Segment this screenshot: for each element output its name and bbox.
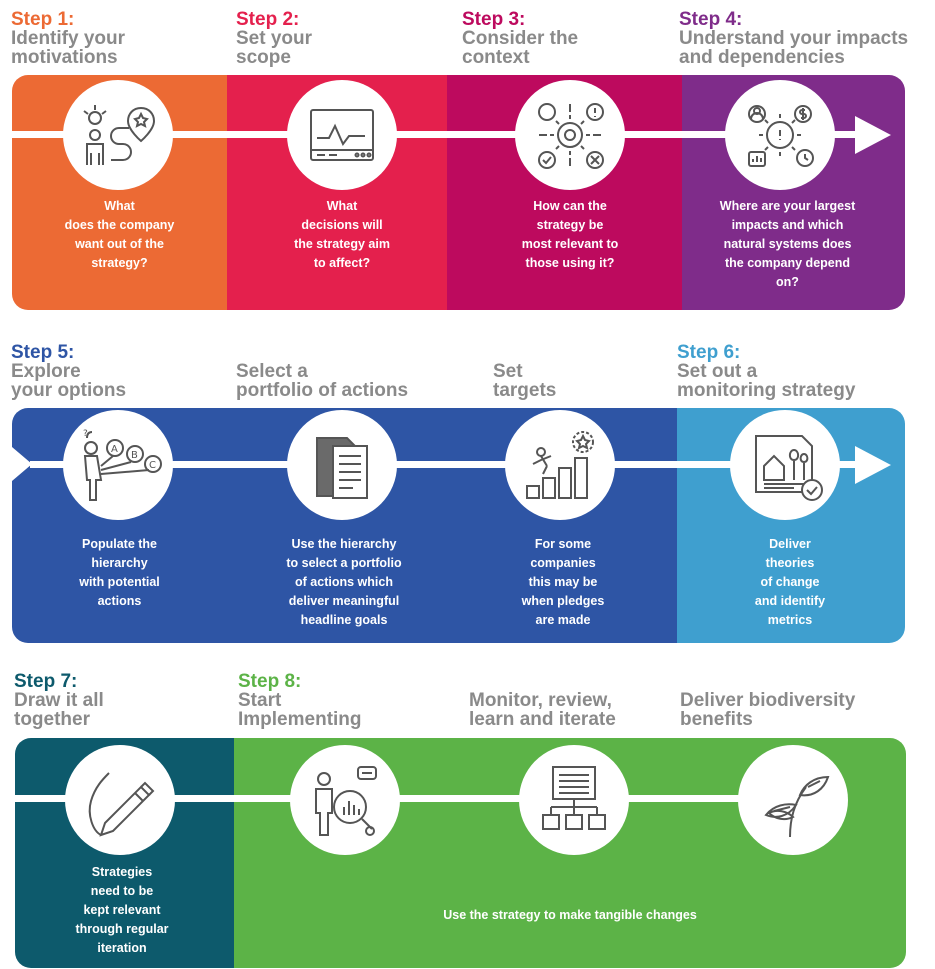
gear-dependencies-icon	[748, 105, 814, 167]
step-title: Understand your impacts and dependencies	[679, 28, 909, 68]
step-title: Identify your motivations	[11, 28, 126, 68]
step-8-description: Use the strategy to make tangible change…	[443, 908, 697, 922]
step-8-header: Step 8: Start Implementing	[238, 672, 362, 729]
step-2-description: What decisions will the strategy aim to …	[294, 199, 390, 270]
step-number: Step 3:	[462, 9, 526, 30]
arrow-head-icon	[855, 446, 891, 484]
step-5-description: Populate the hierarchy with potential ac…	[79, 537, 160, 608]
step-8-icon-circle	[290, 745, 400, 855]
set-targets-header: Set targets	[493, 362, 556, 400]
step-number: Step 6:	[677, 342, 741, 363]
step-3-header: Step 3: Consider the context	[462, 10, 578, 67]
select-portfolio-description: Use the hierarchy to select a portfolio …	[286, 537, 402, 627]
landscape-check-icon	[755, 435, 823, 501]
monitor-review-header: Monitor, review, learn and iterate	[469, 691, 616, 729]
step-number: Step 7:	[14, 671, 78, 692]
select-portfolio-icon-circle	[287, 410, 397, 520]
person-goal-path-icon	[83, 105, 156, 165]
step-title: Set your scope	[236, 28, 313, 68]
step-number: Step 5:	[11, 342, 75, 363]
timeline-line	[30, 461, 857, 468]
set-targets-description: For some companies this may be when pled…	[521, 537, 605, 627]
step-number: Step 2:	[236, 9, 300, 30]
step-title: Consider the context	[462, 28, 579, 68]
deliver-biodiversity-icon-circle	[738, 745, 848, 855]
step-3-description: How can the strategy be most relevant to…	[521, 199, 619, 270]
step-title: Set targets	[493, 361, 557, 401]
arrow-head-icon	[855, 116, 891, 154]
person-options-icon: ? A B C	[83, 429, 162, 501]
step-7-header: Step 7: Draw it all together	[14, 672, 104, 729]
step-5-header: Step 5: Explore your options	[11, 343, 126, 400]
step-1-description: What does the company want out of the st…	[64, 199, 175, 270]
svg-text:?: ?	[83, 429, 88, 439]
step-title: Monitor, review, learn and iterate	[469, 690, 616, 730]
plant-leaves-icon	[764, 775, 830, 838]
deliver-biodiversity-header: Deliver biodiversity benefits	[680, 691, 855, 729]
select-portfolio-header: Select a portfolio of actions	[236, 362, 408, 400]
step-1-icon-circle	[63, 80, 173, 190]
step-5-icon-circle: ? A B C	[63, 410, 173, 520]
document-folder-icon	[316, 437, 368, 499]
hierarchy-chart-icon	[542, 766, 606, 830]
monitor-review-icon-circle	[519, 745, 629, 855]
step-4-icon-circle	[725, 80, 835, 190]
step-title: Select a portfolio of actions	[236, 361, 409, 401]
step-7-description: Strategies need to be kept relevant thro…	[75, 865, 169, 955]
step-title: Set out a monitoring strategy	[677, 361, 856, 401]
timeline-line	[15, 795, 845, 802]
step-title: Start Implementing	[238, 690, 362, 730]
svg-text:B: B	[131, 450, 138, 461]
step-6-icon-circle	[730, 410, 840, 520]
step-6-description: Deliver theories of change and identify …	[754, 537, 826, 627]
step-title: Explore your options	[11, 361, 127, 401]
step-3-icon-circle	[515, 80, 625, 190]
svg-text:A: A	[111, 444, 118, 455]
gear-network-icon	[538, 103, 604, 169]
step-1-header: Step 1: Identify your motivations	[11, 10, 125, 67]
step-6-header: Step 6: Set out a monitoring strategy	[677, 343, 855, 400]
step-7-icon-circle	[65, 745, 175, 855]
step-title: Draw it all together	[14, 690, 104, 730]
pen-draw-icon	[88, 772, 155, 837]
step-4-description: Where are your largest impacts and which…	[719, 199, 856, 289]
set-targets-icon-circle	[505, 410, 615, 520]
svg-text:C: C	[149, 460, 156, 471]
step-number: Step 1:	[11, 9, 75, 30]
band-notch	[12, 447, 32, 481]
step-2-icon-circle	[287, 80, 397, 190]
monitor-graph-icon	[310, 109, 374, 161]
step-4-header: Step 4: Understand your impacts and depe…	[679, 10, 908, 67]
step-2-header: Step 2: Set your scope	[236, 10, 312, 67]
step-title: Deliver biodiversity benefits	[680, 690, 856, 730]
timeline-line	[12, 131, 857, 138]
person-analytics-icon	[315, 766, 377, 836]
step-number: Step 4:	[679, 9, 743, 30]
climbing-target-icon	[526, 431, 594, 499]
step-number: Step 8:	[238, 671, 302, 692]
